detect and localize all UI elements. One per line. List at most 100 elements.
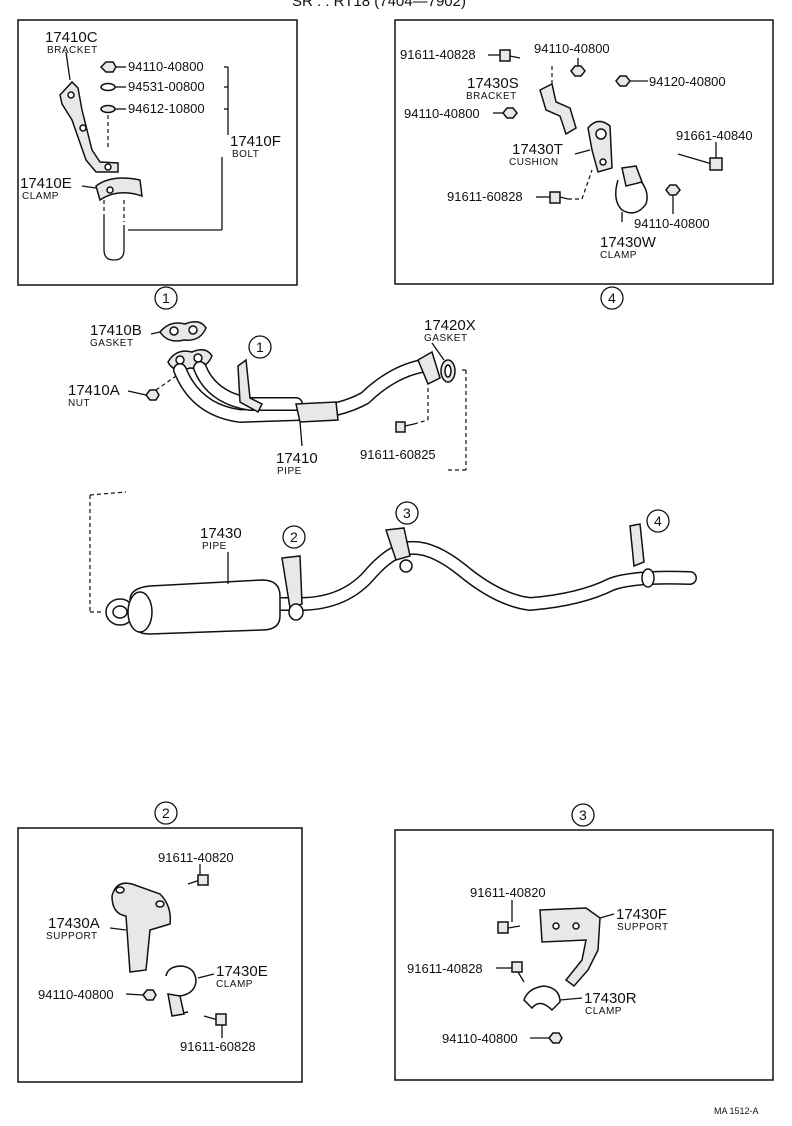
nut-icon	[142, 989, 157, 1001]
nut-icon	[615, 75, 631, 87]
part-number: 91611-40828	[407, 961, 483, 976]
tail-pipe-assembly: 2 3 4 17430 PIPE	[89, 491, 697, 635]
nut-icon	[548, 1032, 563, 1044]
bolt-icon	[677, 153, 723, 171]
part-number: 94612-10800	[128, 101, 205, 116]
part-number: 17410B	[90, 322, 142, 339]
part-number: 94531-00800	[128, 79, 205, 94]
diagram-code: MA 1512-A	[714, 1106, 759, 1116]
bolt-icon	[395, 421, 415, 433]
support-4-drawing	[629, 523, 645, 568]
bracket-17410c-drawing	[59, 80, 119, 173]
part-number: 17410E	[20, 175, 72, 192]
part-name: CLAMP	[585, 1006, 622, 1017]
part-name: BRACKET	[466, 91, 517, 102]
bracket-17430s-drawing	[539, 82, 577, 136]
part-number: 91611-60825	[360, 447, 436, 462]
part-number: 94110-40800	[442, 1031, 518, 1046]
nut-icon	[99, 61, 117, 73]
callout-number: 4	[654, 513, 662, 529]
detail-box-3: 91611-40820 17430F SUPPORT 91611-40828 1…	[394, 829, 774, 1081]
part-number: 91611-40820	[158, 850, 234, 865]
detail-box-4: 91611-40828 94110-40800 17430S BRACKET 9…	[394, 19, 774, 285]
support-17430a-drawing	[111, 882, 172, 973]
callout-number: 1	[162, 290, 170, 306]
part-number: 94110-40800	[534, 41, 610, 56]
part-name: CLAMP	[216, 979, 253, 990]
part-number: 91611-60828	[447, 189, 523, 204]
callout-2-box: 2	[154, 801, 178, 825]
washer-icon	[100, 82, 116, 92]
bolt-icon	[497, 921, 521, 934]
detail-box-2: 91611-40820 17430A SUPPORT 17430E CLAMP …	[17, 827, 303, 1083]
part-name: BRACKET	[47, 45, 98, 56]
support-3-drawing	[384, 527, 411, 561]
part-name: GASKET	[424, 333, 468, 344]
detail-box-1: 17410C BRACKET 94110-40800 94531-00800 9…	[17, 19, 298, 286]
part-name: CLAMP	[22, 191, 59, 202]
callout-number: 1	[256, 339, 264, 355]
callout-1-marker: 1	[248, 335, 272, 359]
lock-washer-icon	[100, 104, 116, 114]
part-number: 94110-40800	[38, 987, 114, 1002]
pipe-flange-drawing	[417, 350, 441, 386]
detail-box-2-frame	[17, 827, 303, 1083]
part-number: 91661-40840	[676, 128, 753, 143]
bolt-icon	[187, 874, 209, 886]
part-number: 94110-40800	[128, 59, 204, 74]
u-bolt-drawing	[103, 215, 125, 261]
callout-number: 4	[608, 290, 616, 306]
part-number: 91611-40828	[400, 47, 476, 62]
nut-icon	[502, 107, 518, 119]
part-name: NUT	[68, 398, 90, 409]
bolt-icon	[499, 49, 521, 62]
callout-3-marker: 3	[395, 501, 419, 525]
part-number: 94110-40800	[404, 106, 480, 121]
part-number: 17430W	[600, 234, 657, 251]
part-number: 17410F	[230, 133, 281, 150]
callout-number: 3	[579, 807, 587, 823]
bolt-icon	[203, 1013, 227, 1026]
callout-number: 2	[162, 805, 170, 821]
callout-4-marker: 4	[646, 509, 670, 533]
detail-box-4-frame	[394, 19, 774, 285]
bolt-icon	[511, 961, 525, 983]
detail-box-3-frame	[394, 829, 774, 1081]
part-name: PIPE	[202, 541, 227, 552]
part-name: PIPE	[277, 466, 302, 477]
nut-icon	[570, 65, 586, 77]
part-number: 17430T	[512, 141, 563, 158]
part-number: 17410	[276, 450, 318, 467]
callout-1-box: 1	[154, 286, 178, 310]
callout-number: 3	[403, 505, 411, 521]
part-name: SUPPORT	[617, 922, 669, 933]
callout-4-box: 4	[600, 286, 624, 310]
part-name: CUSHION	[509, 157, 559, 168]
nut-icon	[145, 389, 160, 401]
part-number: 17430R	[584, 990, 637, 1007]
clamp-17410e-drawing	[95, 177, 143, 202]
part-name: BOLT	[232, 149, 259, 160]
part-number: 94120-40800	[649, 74, 726, 89]
part-name: CLAMP	[600, 250, 637, 261]
part-number: 94110-40800	[634, 216, 710, 231]
support-2-drawing	[281, 555, 303, 609]
part-number: 17430	[200, 525, 242, 542]
part-number: 17430E	[216, 963, 268, 980]
callout-3-box: 3	[571, 803, 595, 827]
part-number: 91611-40820	[470, 885, 546, 900]
detail-box-1-frame	[17, 19, 298, 286]
muffler-drawing	[129, 579, 281, 635]
support-17430f-drawing	[539, 907, 601, 988]
gasket-17410b-drawing	[159, 321, 207, 342]
callout-number: 2	[290, 529, 298, 545]
front-pipe-assembly: 1 17410B GASKET 17420X GASKET 17410A NUT…	[68, 317, 476, 477]
nut-icon	[665, 184, 681, 196]
clamp-17430r-drawing	[523, 985, 561, 1012]
part-number: 17410C	[45, 29, 98, 46]
pipe-bracket-drawing	[237, 358, 264, 414]
part-number: 91611-60828	[180, 1039, 256, 1054]
callout-2-marker: 2	[282, 525, 306, 549]
part-name: SUPPORT	[46, 931, 98, 942]
